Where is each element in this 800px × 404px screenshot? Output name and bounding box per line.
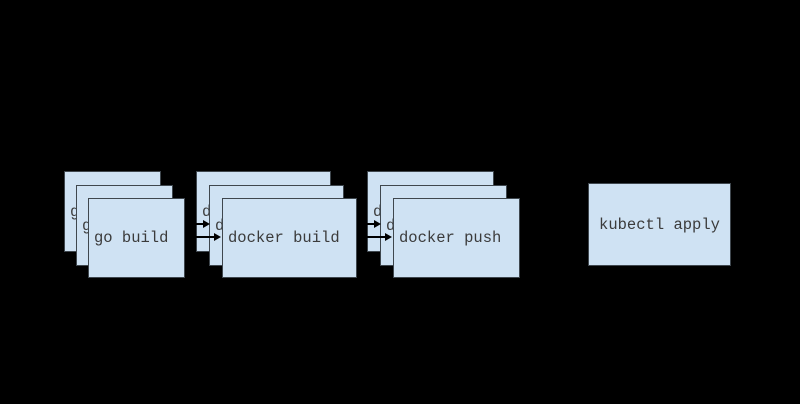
stage-label: kubectl apply	[599, 215, 720, 234]
flow-arrow-go-build-to-docker-build-upper	[185, 220, 210, 228]
stage-docker-build-layer-front: docker build	[222, 198, 357, 278]
flow-arrow-docker-build-to-docker-push-upper	[357, 220, 381, 228]
stage-go-build-layer-front: go build	[88, 198, 185, 278]
stage-label: go build	[94, 229, 169, 247]
flow-arrow-go-build-to-docker-build-lower	[185, 233, 221, 241]
stage-label: docker build	[228, 229, 340, 247]
stage-kubectl-apply-box: kubectl apply	[588, 183, 731, 266]
stage-label: docker push	[399, 229, 502, 247]
stage-docker-push-layer-front: docker push	[393, 198, 520, 278]
flow-arrow-docker-build-to-docker-push-lower	[357, 233, 392, 241]
